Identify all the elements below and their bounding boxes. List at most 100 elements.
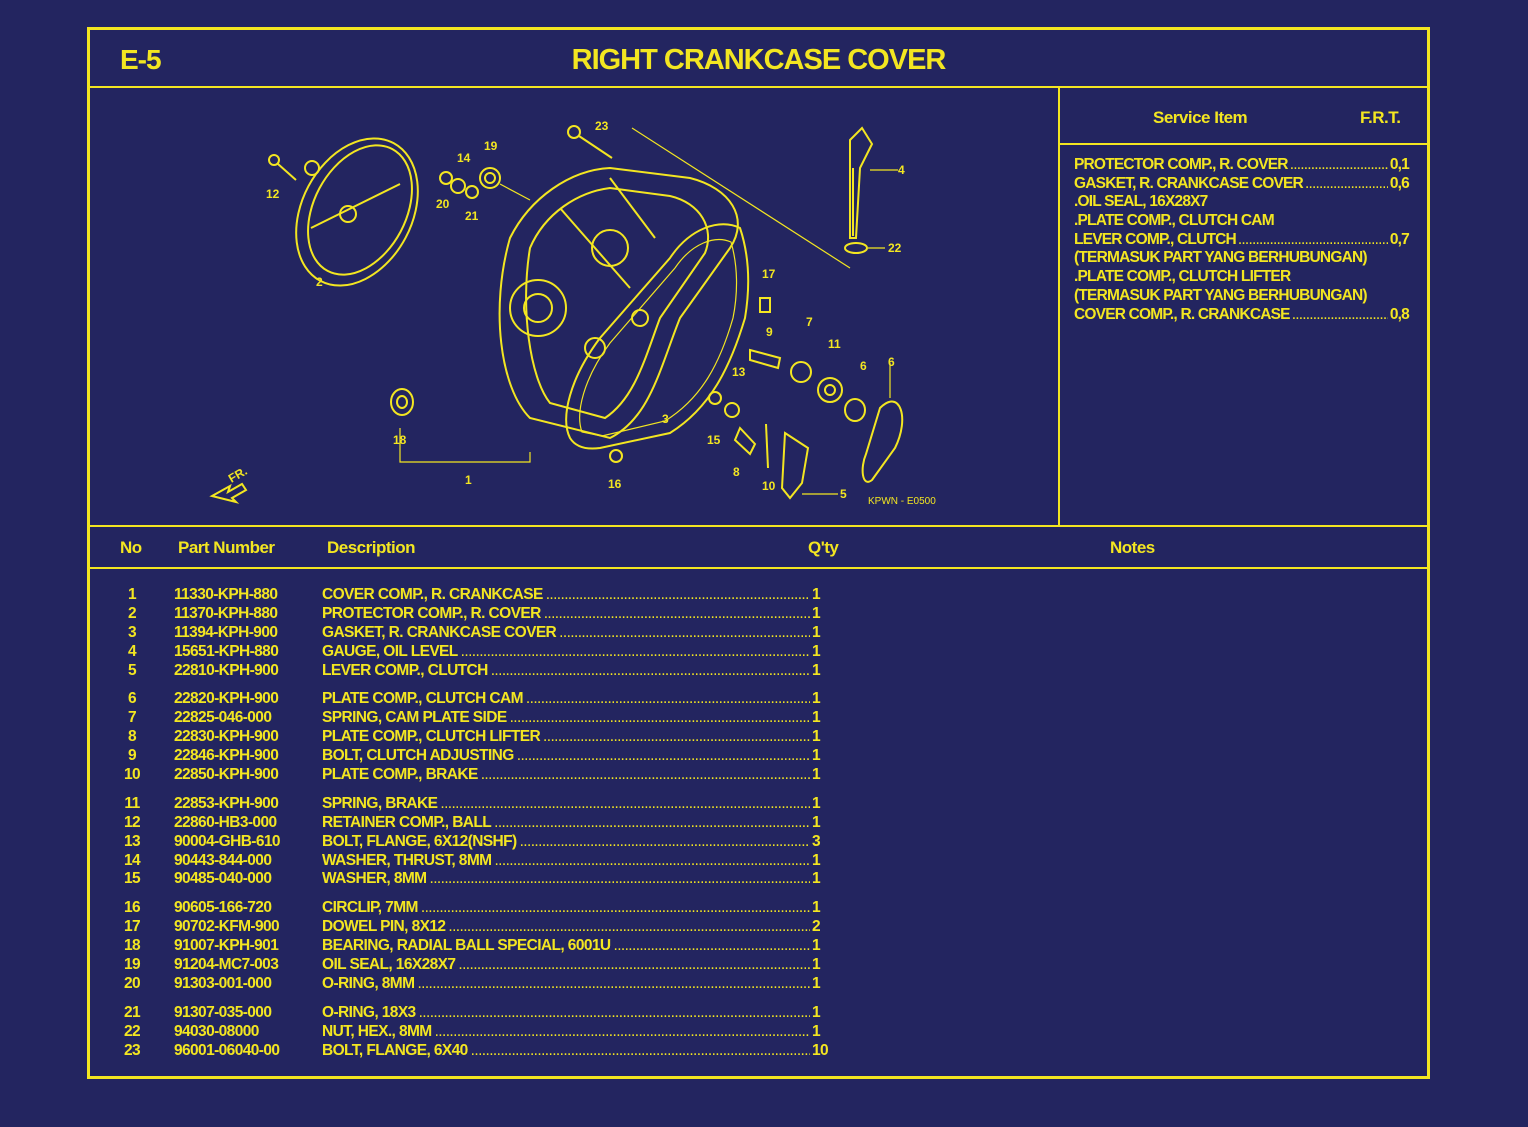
part-no-cell: 14	[123, 851, 141, 869]
qty-cell: 1	[812, 604, 821, 622]
description-cell: PLATE COMP., CLUTCH LIFTER	[322, 728, 810, 746]
qty-cell: 1	[812, 709, 821, 727]
part-no-cell: 22	[123, 1022, 141, 1040]
description-cell: O-RING, 18X3	[322, 1004, 810, 1022]
part-number-cell: 91307-035-000	[174, 1003, 272, 1021]
part-number-cell: 22850-KPH-900	[174, 766, 279, 784]
page-title: RIGHT CRANKCASE COVER	[571, 44, 947, 76]
washer-oil-seal-drawing	[439, 167, 531, 201]
table-row: 10 22850-KPH-900 PLATE COMP., BRAKE1	[90, 766, 850, 785]
qty-cell: 1	[812, 899, 821, 917]
qty-cell: 1	[812, 1003, 821, 1021]
callout: 4	[898, 163, 905, 177]
callout: 6	[860, 359, 867, 373]
part-no-cell: 17	[123, 918, 141, 936]
part-no-cell: 9	[127, 747, 137, 765]
service-item: LEVER COMP., CLUTCH0,7	[1074, 231, 1410, 250]
col-header-notes: Notes	[1110, 538, 1155, 557]
description-cell: PLATE COMP., BRAKE	[322, 766, 810, 784]
service-item-header: Service Item	[1153, 108, 1248, 127]
part-no-cell: 13	[123, 832, 141, 850]
service-item: .PLATE COMP., CLUTCH CAM	[1074, 212, 1275, 230]
part-number-cell: 91204-MC7-003	[174, 956, 279, 974]
part-number-cell: 22810-KPH-900	[174, 661, 279, 679]
part-no-cell: 19	[123, 956, 141, 974]
part-number-cell: 94030-08000	[174, 1022, 259, 1040]
part-no-cell: 23	[123, 1041, 141, 1059]
service-item: (TERMASUK PART YANG BERHUBUNGAN)	[1074, 249, 1368, 267]
qty-cell: 1	[812, 851, 821, 869]
part-number-cell: 91007-KPH-901	[174, 937, 279, 955]
description-cell: LEVER COMP., CLUTCH	[322, 662, 810, 680]
description-cell: PROTECTOR COMP., R. COVER	[322, 605, 810, 623]
part-number-cell: 90485-040-000	[174, 870, 272, 888]
callout: 5	[840, 487, 847, 501]
part-no-cell: 10	[123, 766, 141, 784]
callout: 18	[393, 433, 407, 447]
service-item: PROTECTOR COMP., R. COVER0,1	[1074, 156, 1410, 175]
description-cell: BOLT, FLANGE, 6X12(NSHF)	[322, 833, 810, 851]
part-no-cell: 21	[123, 1003, 141, 1021]
callout: 14	[457, 151, 471, 165]
callout: 6	[888, 355, 895, 369]
part-number-cell: 11394-KPH-900	[174, 623, 278, 641]
description-cell: BOLT, FLANGE, 6X40	[322, 1042, 810, 1060]
part-number-cell: 22860-HB3-000	[174, 813, 277, 831]
gasket-drawing	[565, 223, 750, 450]
callout: 17	[762, 267, 776, 281]
col-header-qty: Q'ty	[808, 538, 839, 557]
description-cell: WASHER, 8MM	[322, 870, 810, 888]
oil-gauge-drawing	[844, 126, 898, 254]
part-number-cell: 96001-06040-00	[174, 1041, 280, 1059]
col-header-no: No	[120, 538, 142, 557]
qty-cell: 1	[812, 766, 821, 784]
qty-cell: 1	[812, 690, 821, 708]
callout: 20	[436, 197, 450, 211]
part-no-cell: 7	[127, 709, 137, 727]
part-no-cell: 18	[123, 937, 141, 955]
bolt-23-drawing	[567, 125, 851, 269]
callout: 9	[766, 325, 773, 339]
qty-cell: 1	[812, 1022, 821, 1040]
callout: 13	[732, 365, 746, 379]
service-item: (TERMASUK PART YANG BERHUBUNGAN)	[1074, 286, 1368, 304]
part-number-cell: 22825-046-000	[174, 709, 272, 727]
qty-cell: 10	[812, 1041, 829, 1059]
part-number-cell: 22820-KPH-900	[174, 690, 279, 708]
description-cell: CIRCLIP, 7MM	[322, 899, 810, 917]
service-item: GASKET, R. CRANKCASE COVER0,6	[1074, 175, 1410, 194]
service-item: .PLATE COMP., CLUTCH LIFTER	[1074, 268, 1291, 286]
callout: 10	[762, 479, 776, 493]
callout: 1	[465, 473, 472, 487]
qty-cell: 1	[812, 586, 821, 603]
bolt-13-drawing	[268, 154, 297, 181]
table-row: 21 91307-035-000 O-RING, 18X31	[90, 1004, 850, 1023]
exploded-parts-diagram: 12 2 14 19 20 21 23 4 22 17 9 7 11 6 6 1…	[209, 119, 936, 507]
part-number-cell: 11330-KPH-880	[174, 586, 278, 603]
part-no-cell: 11	[124, 794, 140, 812]
callout: 3	[662, 412, 669, 426]
front-label: FR.	[226, 464, 250, 486]
qty-cell: 1	[812, 956, 821, 974]
part-no-cell: 4	[127, 642, 137, 660]
service-item-list: PROTECTOR COMP., R. COVER0,1 GASKET, R. …	[1074, 156, 1410, 324]
diagram-bottom-divider	[90, 525, 1427, 527]
description-cell: OIL SEAL, 16X28X7	[322, 956, 810, 974]
description-cell: PLATE COMP., CLUTCH CAM	[322, 690, 810, 708]
part-no-cell: 15	[123, 870, 141, 888]
part-number-cell: 11370-KPH-880	[174, 604, 278, 622]
table-row: 19 91204-MC7-003 OIL SEAL, 16X28X71	[90, 956, 850, 975]
